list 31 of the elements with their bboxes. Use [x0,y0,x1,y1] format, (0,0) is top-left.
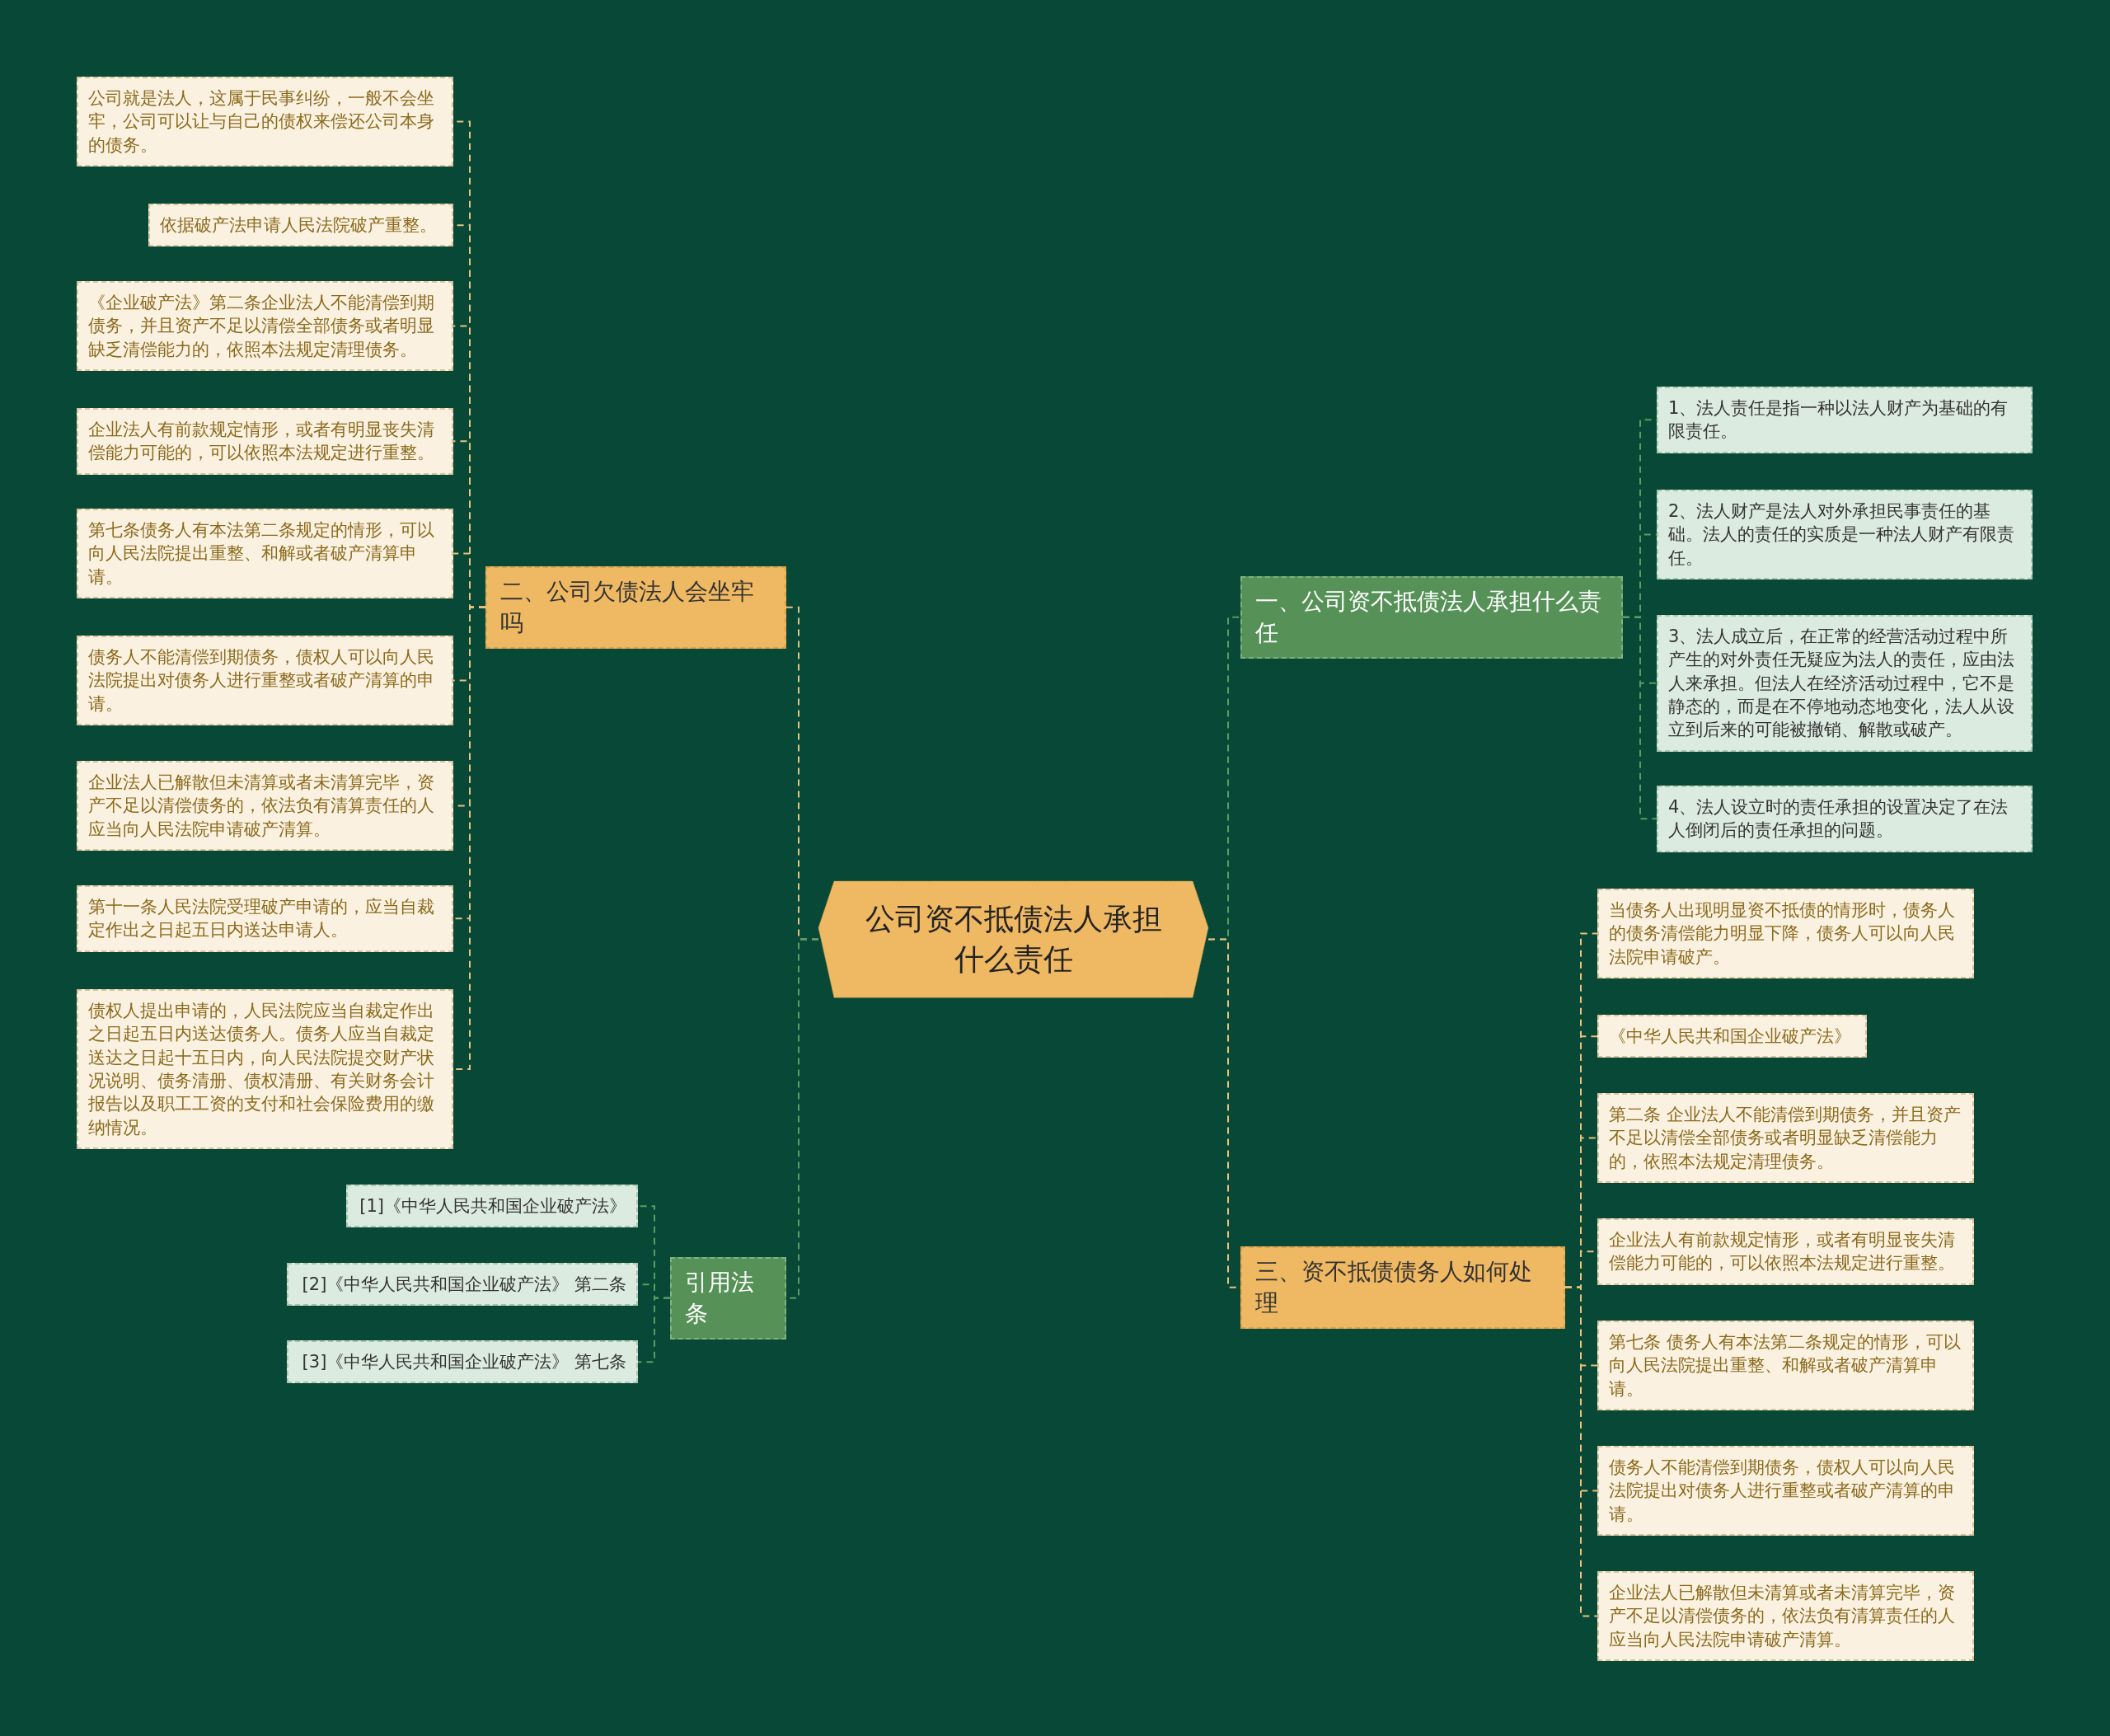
connector-line [637,1297,671,1363]
note-card: 3、法人成立后，在正常的经营活动过程中所产生的对外责任无疑应为法人的责任，应由法人来承担。但法人在经济活动过程中，它不是静态的，而是在不停地动态地变化，法人从设立到后来的可能被撤销、解散或破产。 [1657,615,2033,752]
branch-topic: 一、公司资不抵债法人承担什么责任 [1240,576,1623,659]
branch-topic: 二、公司欠债法人会坐牢吗 [485,566,786,649]
note-card: 第七条 债务人有本法第二条规定的情形，可以向人民法院提出重整、和解或者破产清算申请。 [1597,1321,1974,1411]
note-card: 《中华人民共和国企业破产法》 [1597,1015,1867,1058]
branch-topic: 三、资不抵债债务人如何处理 [1240,1246,1565,1329]
note-card: 1、法人责任是指一种以法人财产为基础的有限责任。 [1657,387,2033,453]
central-topic-hexagon: 公司资不抵债法人承担什么责任 [818,881,1208,998]
note-card: 债务人不能清偿到期债务，债权人可以向人民法院提出对债务人进行重整或者破产清算的申请。 [1597,1446,1974,1537]
note-card: 公司就是法人，这属于民事纠纷，一般不会坐牢，公司可以让与自己的债权来偿还公司本身的债务。 [77,77,453,167]
note-card: 第二条 企业法人不能清偿到期债务，并且资产不足以清偿全部债务或者明显缺乏清偿能力的，依照本法规定清理债务。 [1597,1093,1974,1184]
note-card: 企业法人有前款规定情形，或者有明显丧失清偿能力可能的，可以依照本法规定进行重整。 [1597,1218,1974,1285]
branch-topic: 引用法条 [670,1257,786,1340]
note-card: 《企业破产法》第二条企业法人不能清偿到期债务，并且资产不足以清偿全部债务或者明显缺乏清偿能力的，依照本法规定清理债务。 [77,281,453,372]
note-card: 第十一条人民法院受理破产申请的，应当自裁定作出之日起五日内送达申请人。 [77,885,453,952]
note-card: 2、法人财产是法人对外承担民事责任的基础。法人的责任的实质是一种法人财产有限责任。 [1657,490,2033,580]
note-card: [3]《中华人民共和国企业破产法》 第七条 [287,1340,638,1384]
connector-line [1564,1286,1598,1617]
note-card: [1]《中华人民共和国企业破产法》 [346,1185,638,1228]
note-card: 依据破产法申请人民法院破产重整。 [148,204,453,247]
note-card: 第七条债务人有本法第二条规定的情形，可以向人民法院提出重整、和解或者破产清算申请。 [77,509,453,599]
note-card: 债权人提出申请的，人民法院应当自裁定作出之日起五日内送达债务人。债务人应当自裁定送达之日起十五日内，向人民法院提交财产状况说明、债务清册、债权清册、有关财务会计报告以及职工工资的支付和社会保险费用的缴纳情况。 [77,989,453,1150]
note-card: 当债务人出现明显资不抵债的情形时，债务人的债务清偿能力明显下降，债务人可以向人民法院申请破产。 [1597,889,1974,979]
note-card: [2]《中华人民共和国企业破产法》 第二条 [287,1263,638,1307]
note-card: 4、法人设立时的责任承担的设置决定了在法人倒闭后的责任承担的问题。 [1657,786,2033,852]
note-card: 企业法人有前款规定情形，或者有明显丧失清偿能力可能的，可以依照本法规定进行重整。 [77,408,453,475]
note-card: 企业法人已解散但未清算或者未清算完毕，资产不足以清偿债务的，依法负有清算责任的人应当向人民法院申请破产清算。 [77,761,453,852]
note-card: 债务人不能清偿到期债务，债权人可以向人民法院提出对债务人进行重整或者破产清算的申请。 [77,636,453,726]
note-card: 企业法人已解散但未清算或者未清算完毕，资产不足以清偿债务的，依法负有清算责任的人应当向人民法院申请破产清算。 [1597,1571,1974,1662]
connector-line [1622,616,1658,820]
